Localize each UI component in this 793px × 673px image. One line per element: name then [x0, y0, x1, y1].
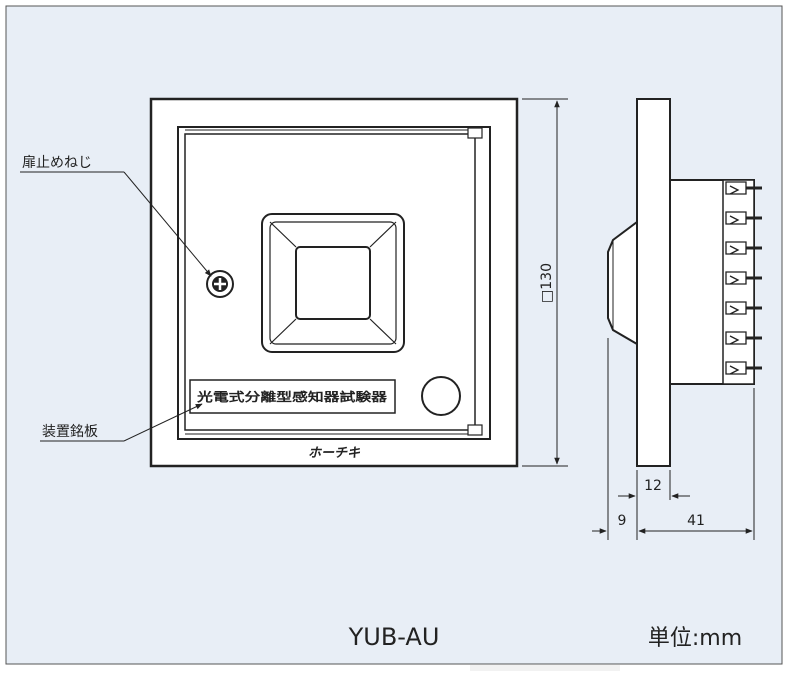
terminal-screws: [725, 181, 762, 375]
dimension-height-label: □130: [539, 263, 555, 303]
dimension-front-offset-label: 9: [618, 513, 627, 529]
lens-bevel-br: [369, 318, 397, 345]
lens-assembly: [261, 213, 405, 353]
lens-bevel-bl: [269, 318, 297, 345]
model-label: YUB-AU: [348, 623, 440, 651]
side-front-panel: [636, 98, 671, 467]
front-view: 光電式分離型感知器試験器 ホーチキ: [149, 97, 519, 468]
callout-door-screw: 扉止めねじ: [20, 155, 212, 277]
terminal-3: [725, 241, 747, 255]
dimension-side: 12 9 41: [592, 338, 755, 540]
lens-window: [295, 246, 371, 320]
nameplate-text: 光電式分離型感知器試験器: [196, 389, 389, 404]
side-lens-protrusion: [607, 220, 638, 346]
terminal-4: [725, 271, 747, 285]
callout-nameplate-leader: [123, 403, 203, 442]
terminal-2: [725, 211, 747, 225]
unit-label: 単位:mm: [648, 626, 742, 651]
hinge-top: [467, 127, 483, 139]
lens-bevel-tr: [369, 221, 397, 248]
door-screw-icon: [206, 270, 234, 298]
indicator-circle: [421, 376, 461, 416]
nameplate-box: [189, 379, 396, 414]
lens-bevel-tl: [269, 221, 297, 248]
bottom-edge-strip: [470, 665, 620, 671]
callout-door-screw-label: 扉止めねじ: [22, 155, 92, 171]
side-view: [607, 98, 762, 467]
callout-nameplate-label: 装置銘板: [42, 424, 98, 440]
terminal-5: [725, 301, 747, 315]
dimension-height: □130: [522, 98, 568, 467]
callout-nameplate: 装置銘板: [40, 403, 203, 442]
terminal-7: [725, 361, 747, 375]
terminal-1: [725, 181, 747, 195]
dimension-depth-total-label: 41: [687, 513, 705, 529]
terminal-6: [725, 331, 747, 345]
brand-logo: ホーチキ: [308, 446, 361, 461]
callout-door-screw-leader: [123, 171, 212, 277]
dimension-depth-inner-label: 12: [644, 478, 662, 494]
hinge-bottom: [467, 424, 483, 436]
